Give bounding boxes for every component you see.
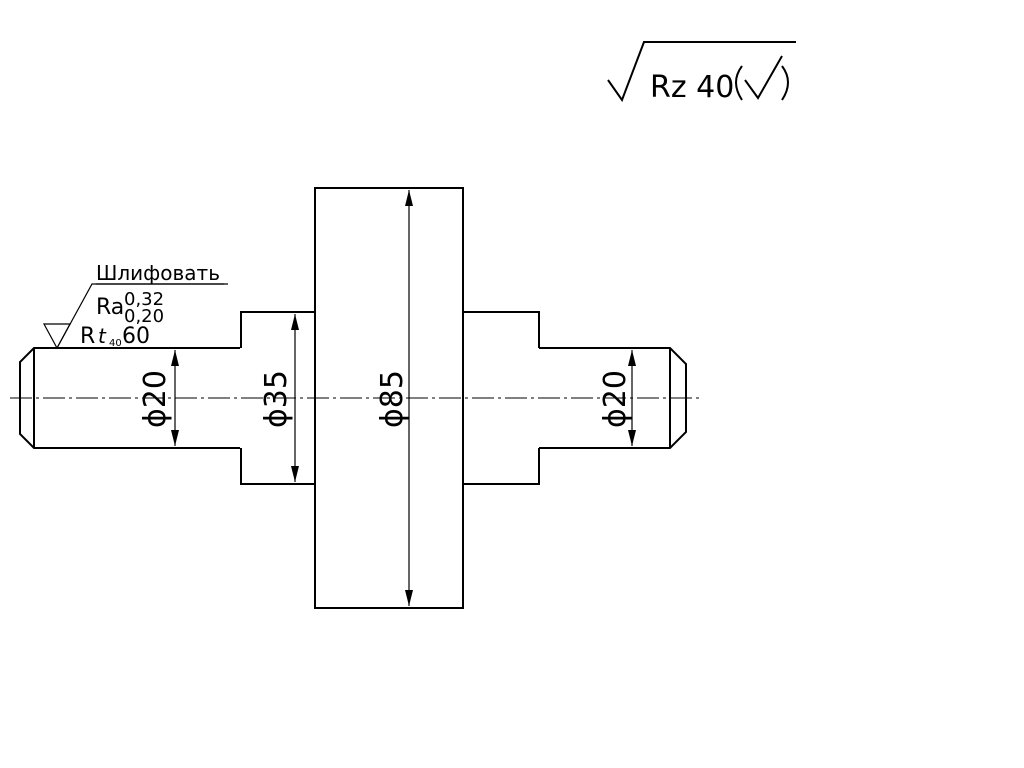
ra-symbol: Ra (96, 295, 124, 320)
rt-value: 60 (122, 324, 150, 349)
arrow-bottom-icon (628, 430, 636, 446)
roughness-triangle-icon (42, 323, 72, 350)
diameter-label: ϕ85 (375, 370, 410, 428)
roughness-bracket-right (781, 65, 789, 101)
arrow-top-icon (405, 190, 413, 206)
diameter-label: ϕ20 (138, 370, 173, 428)
roughness-bracket-left (735, 65, 743, 101)
rt-subscript: 40 (109, 338, 122, 349)
ra-lower-value: 0,20 (124, 306, 164, 327)
left-step-outline (240, 187, 540, 348)
roughness-small-check-icon (744, 55, 783, 100)
dimension-right-journal: ϕ20 (598, 350, 636, 446)
surface-finish-callout: Шлифовать Ra 0,32 0,20 R t 40 60 (42, 261, 228, 350)
arrow-bottom-icon (405, 590, 413, 606)
arrow-top-icon (628, 350, 636, 366)
dimension-left-step: ϕ35 (259, 314, 299, 482)
diameter-label: ϕ35 (259, 370, 294, 428)
diameter-label: ϕ20 (598, 370, 633, 428)
dimension-left-journal: ϕ20 (138, 350, 179, 446)
left-step-outline-bottom (240, 448, 540, 609)
operation-label: Шлифовать (96, 261, 220, 285)
ra-upper-value: 0,32 (124, 289, 164, 310)
arrow-bottom-icon (171, 430, 179, 446)
rt-t-symbol: t (98, 324, 107, 348)
roughness-label: Rz 40 (650, 70, 734, 105)
arrow-top-icon (291, 314, 299, 330)
dimension-center-collar: ϕ85 (375, 190, 413, 606)
rt-prefix: R (80, 324, 95, 349)
arrow-top-icon (171, 350, 179, 366)
roughness-check-sign (607, 41, 796, 103)
general-roughness-symbol: Rz 40 (607, 41, 796, 105)
arrow-bottom-icon (291, 466, 299, 482)
